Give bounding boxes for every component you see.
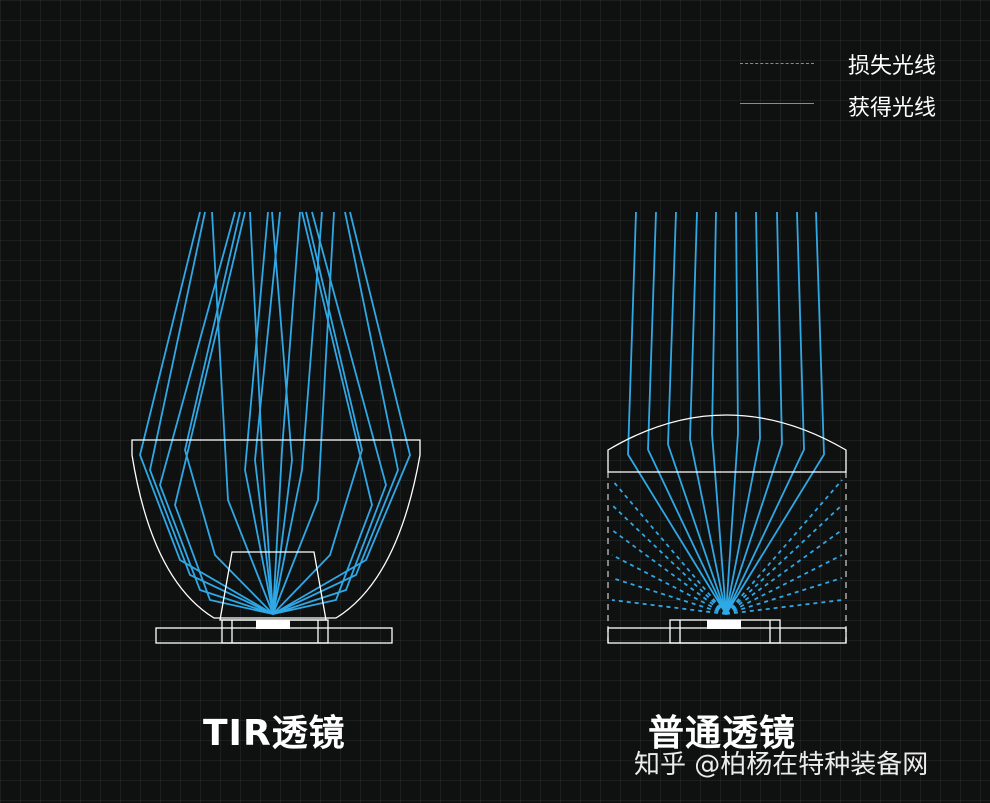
tir-lens-body [131, 439, 421, 619]
tir-reflected-ray [149, 211, 274, 615]
tir-reflected-ray [272, 211, 411, 615]
normal-gained-ray [725, 211, 761, 615]
tir-led-chip [256, 620, 290, 629]
normal-lens-dome [607, 414, 847, 473]
normal-lost-ray-left [611, 599, 727, 615]
normal-gained-ray [667, 211, 727, 615]
tir-gained-rays [139, 211, 411, 615]
tir-refracted-ray [272, 211, 323, 615]
normal-lost-ray-left [611, 479, 727, 615]
tir-refracted-ray [272, 211, 301, 615]
normal-lost-ray-left [611, 554, 727, 615]
normal-gained-ray [725, 211, 783, 615]
normal-lost-ray-right [725, 577, 843, 615]
legend-lost-label: 损失光线 [848, 54, 937, 79]
tir-reflected-ray [139, 211, 274, 615]
normal-rays [611, 211, 843, 615]
normal-gained-ray [725, 211, 825, 615]
normal-lens-caption: 普通透镜 [648, 713, 797, 754]
normal-lost-ray-right [725, 599, 843, 615]
normal-lost-ray-left [611, 504, 727, 615]
tir-reflected-ray [272, 211, 387, 615]
normal-lost-ray-right [725, 479, 843, 615]
normal-gained-ray [627, 211, 727, 615]
legend-gained-label: 获得光线 [848, 96, 937, 121]
normal-gained-ray [647, 211, 727, 615]
tir-reflected-ray [174, 211, 274, 615]
legend-lost-swatch [740, 63, 814, 64]
normal-gained-ray [725, 211, 739, 615]
normal-lost-ray-right [725, 554, 843, 615]
tir-reflected-ray [272, 211, 373, 615]
normal-led-chip [707, 620, 741, 629]
normal-lost-ray-right [725, 504, 843, 615]
normal-gained-ray [711, 211, 727, 615]
tir-reflected-ray [184, 211, 274, 615]
normal-base-plate [607, 627, 847, 644]
tir-refracted-ray [244, 211, 274, 615]
tir-refracted-ray [272, 211, 335, 615]
tir-base-plate [155, 627, 393, 644]
tir-refracted-ray [271, 211, 293, 615]
normal-gained-ray [725, 211, 805, 615]
tir-refracted-ray [254, 211, 281, 615]
tir-reflected-ray [272, 211, 399, 615]
tir-refracted-ray [211, 211, 274, 615]
tir-reflected-ray [159, 211, 274, 615]
legend-gained-swatch [740, 103, 814, 104]
normal-lost-ray-left [611, 577, 727, 615]
normal-gained-ray [689, 211, 727, 615]
tir-refracted-ray [249, 211, 274, 615]
tir-lens-caption: TIR透镜 [203, 713, 346, 754]
watermark: 知乎 @柏杨在特种装备网 [634, 750, 929, 780]
tir-reflected-ray [272, 211, 363, 615]
